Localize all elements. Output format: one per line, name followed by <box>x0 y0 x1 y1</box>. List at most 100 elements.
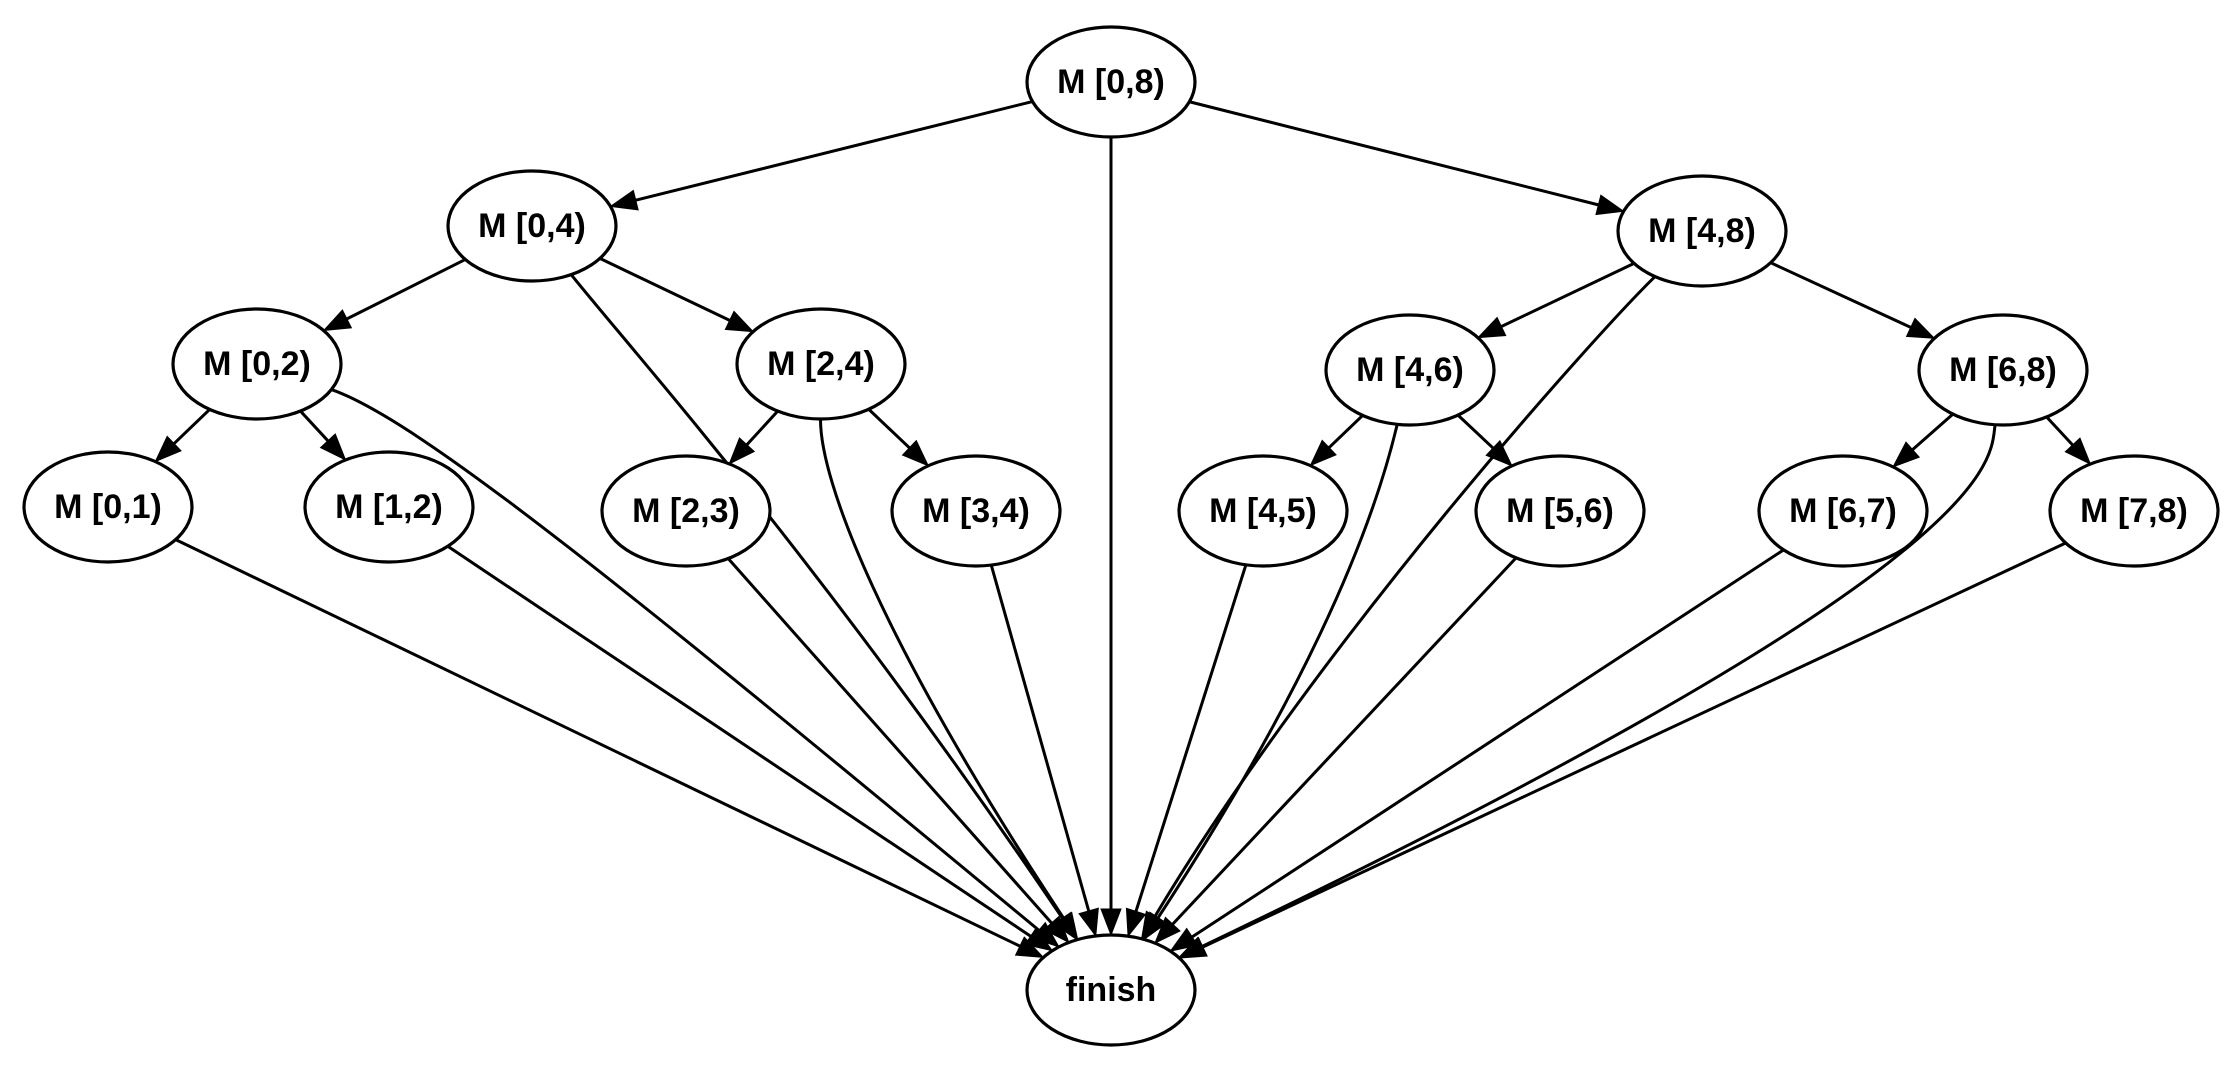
node-m46: M [4,6) <box>1324 313 1496 427</box>
arrowhead <box>322 309 353 332</box>
node-label: M [0,2) <box>203 345 311 383</box>
edge-m48-to-m68 <box>1770 261 1936 339</box>
edge-line <box>635 100 1033 202</box>
arrowhead <box>2064 437 2092 466</box>
node-m24: M [2,4) <box>735 307 907 421</box>
node-ellipse <box>600 454 772 568</box>
arrowhead <box>1054 911 1079 941</box>
edge-m78-to-finish <box>1178 541 2067 959</box>
edge-m08-to-m04 <box>609 100 1033 211</box>
edge-line <box>989 564 1091 912</box>
edge-line <box>1328 414 1364 449</box>
edge-m08-to-finish <box>1100 137 1122 937</box>
edge-m56-to-finish <box>1153 556 1518 945</box>
node-ellipse <box>1025 25 1197 139</box>
edge-line <box>1191 548 1785 939</box>
node-ellipse <box>1177 454 1349 568</box>
edge-line <box>599 257 731 322</box>
edge-line <box>346 258 467 321</box>
edge-m04-to-m24 <box>599 257 755 333</box>
node-m01: M [0,1) <box>22 450 194 564</box>
edge-line <box>867 408 911 449</box>
node-ellipse <box>1324 313 1496 427</box>
edge-line <box>1134 564 1248 912</box>
edge-line <box>727 557 1053 924</box>
node-ellipse <box>890 454 1062 568</box>
edge-m46-to-finish <box>1143 424 1399 941</box>
edge-m24-to-m23 <box>728 410 779 465</box>
node-ellipse <box>303 450 475 564</box>
node-ellipse <box>1616 174 1788 288</box>
arrowhead <box>1595 194 1625 216</box>
node-label: M [7,8) <box>2080 492 2188 530</box>
node-ellipse <box>1757 454 1929 568</box>
node-ellipse <box>1917 313 2089 427</box>
arrowhead <box>1014 936 1045 959</box>
node-m48: M [4,8) <box>1616 174 1788 288</box>
arrowhead <box>319 433 347 461</box>
node-m02: M [0,2) <box>171 307 343 421</box>
node-finish: finish <box>1025 933 1197 1047</box>
arrowhead <box>1905 317 1936 339</box>
edge-m45-to-finish <box>1125 564 1248 938</box>
edge-line <box>2045 415 2074 446</box>
edge-m02-to-m01 <box>154 408 211 463</box>
node-label: M [0,8) <box>1057 63 1165 101</box>
edge-m46-to-m45 <box>1309 414 1364 467</box>
arrowhead <box>1476 316 1507 339</box>
edge-m12-to-finish <box>446 545 1054 952</box>
node-ellipse <box>735 307 907 421</box>
edge-m24-to-finish <box>819 418 1079 941</box>
edge-line <box>745 410 779 446</box>
node-label: M [6,8) <box>1949 351 2057 389</box>
node-ellipse <box>22 450 194 564</box>
edge-line <box>446 545 1032 938</box>
node-ellipse <box>446 169 618 283</box>
edge-line <box>1156 424 1399 919</box>
arrowhead <box>1153 916 1181 945</box>
edge-m48-to-m46 <box>1476 261 1635 339</box>
node-m23: M [2,3) <box>600 454 772 568</box>
node-m04: M [0,4) <box>446 169 618 283</box>
edge-m46-to-m56 <box>1456 414 1514 467</box>
node-label: M [6,7) <box>1789 492 1897 530</box>
node-m68: M [6,8) <box>1917 313 2089 427</box>
arrowhead <box>154 435 182 463</box>
node-m45: M [4,5) <box>1177 454 1349 568</box>
edge-m08-to-m48 <box>1189 100 1625 216</box>
node-label: M [2,3) <box>632 492 740 530</box>
edge-m24-to-m34 <box>867 408 930 467</box>
node-ellipse <box>1025 933 1197 1047</box>
node-label: M [2,4) <box>767 345 875 383</box>
edge-m68-to-m67 <box>1892 413 1954 468</box>
edge-line <box>1770 261 1912 329</box>
node-label: M [4,5) <box>1209 492 1317 530</box>
edge-line <box>1500 261 1635 328</box>
edge-m01-to-finish <box>175 538 1045 959</box>
edge-m23-to-finish <box>727 557 1070 944</box>
edge-line <box>1911 413 1954 451</box>
edge-line <box>299 410 330 442</box>
arrowhead <box>1485 439 1514 467</box>
edge-line <box>175 538 1021 948</box>
edges <box>154 100 2092 959</box>
arrowhead <box>1143 911 1168 941</box>
arrowhead <box>1078 907 1099 938</box>
arrowhead <box>609 189 639 211</box>
node-m78: M [7,8) <box>2048 454 2220 568</box>
node-m56: M [5,6) <box>1474 454 1646 568</box>
arrowhead <box>901 439 930 467</box>
node-m08: M [0,8) <box>1025 25 1197 139</box>
edge-m04-to-m02 <box>322 258 467 332</box>
node-label: M [0,1) <box>54 488 162 526</box>
node-m67: M [6,7) <box>1757 454 1929 568</box>
node-label: finish <box>1066 971 1157 1009</box>
arrowhead <box>1309 439 1337 467</box>
node-ellipse <box>2048 454 2220 568</box>
arrowhead <box>728 437 756 465</box>
edge-line <box>1189 100 1599 207</box>
arrowhead <box>1100 908 1122 937</box>
node-label: M [4,6) <box>1356 351 1464 389</box>
node-label: M [5,6) <box>1506 492 1614 530</box>
edge-line <box>330 388 1040 932</box>
